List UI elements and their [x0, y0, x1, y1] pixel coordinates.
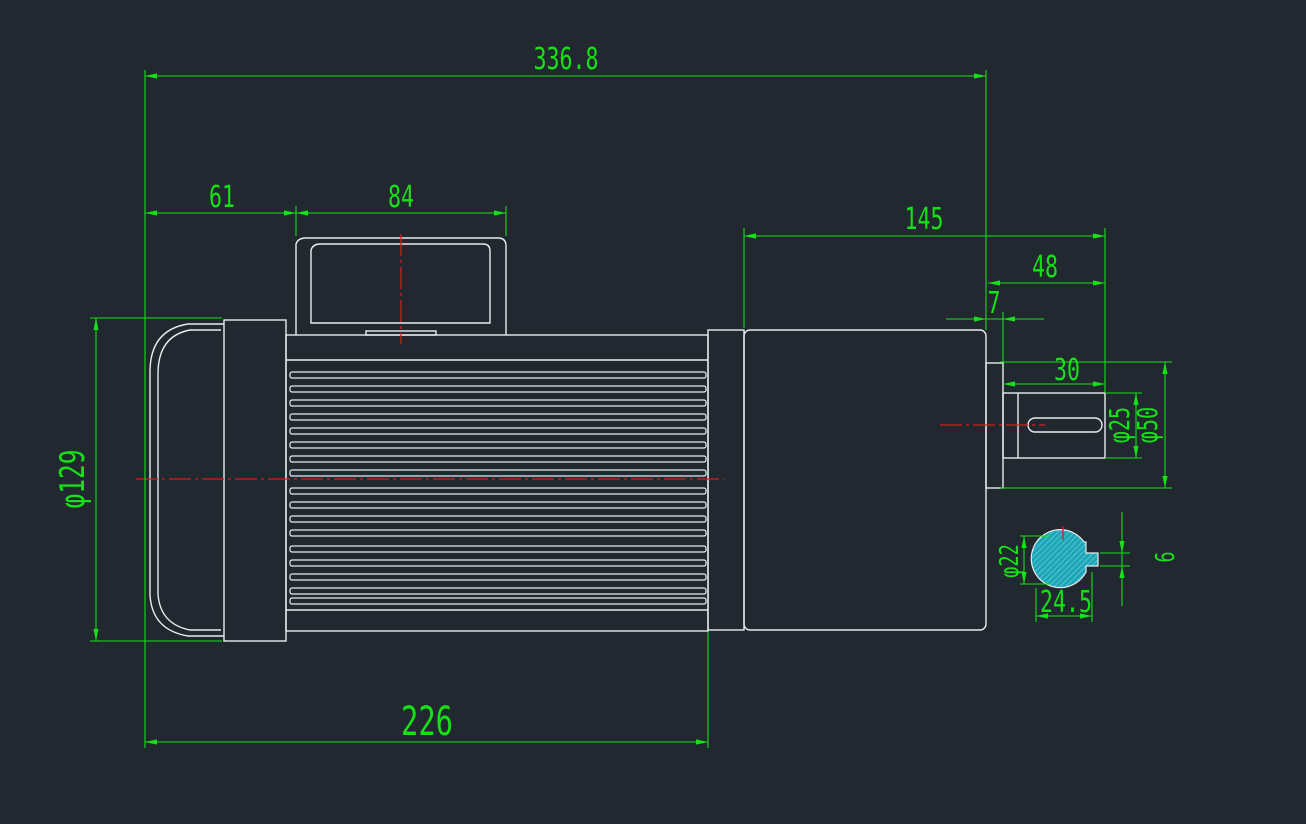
dimension-arrow	[988, 280, 1000, 286]
dim-overall-length: 336.8	[534, 43, 599, 77]
centerlines	[136, 234, 1064, 540]
shaft-section	[1030, 529, 1099, 589]
dimension-arrow	[284, 210, 296, 216]
motor-frame	[285, 334, 709, 632]
dimension-arrow	[93, 318, 99, 330]
fan-cover-inner	[157, 329, 221, 631]
dim-terminal-box-length: 84	[388, 181, 414, 215]
cooling-fin	[289, 573, 707, 581]
cooling-fin	[289, 559, 707, 567]
terminal-box	[295, 237, 507, 335]
dimension-arrow	[1119, 541, 1125, 553]
dimension-arrow	[1162, 476, 1168, 488]
dimension-arrow	[974, 73, 986, 79]
cooling-fin	[289, 371, 707, 379]
terminal-box-inner	[310, 243, 491, 324]
dimension-arrow	[1036, 613, 1048, 619]
dimension-arrow	[1003, 316, 1015, 322]
dimension-arrow	[1119, 566, 1125, 578]
dim-shoulder: 7	[987, 287, 1000, 321]
dimension-arrow	[696, 739, 708, 745]
dim-gearbox-length: 145	[905, 203, 944, 237]
cooling-fin	[289, 501, 707, 509]
dim-end-cover-length: 61	[209, 181, 235, 215]
dimension-arrows	[93, 73, 1168, 745]
dim-section-height: 24.5	[1040, 586, 1092, 620]
dimension-arrow	[296, 210, 308, 216]
dimension-arrow	[145, 73, 157, 79]
cooling-fin	[289, 427, 707, 435]
shaft-section-hatch	[1030, 529, 1099, 589]
dimension-arrow	[1003, 381, 1015, 387]
dim-key-width: 6	[1151, 551, 1181, 562]
dimension-arrow	[1080, 613, 1092, 619]
gearbox-housing	[743, 329, 987, 631]
dimension-labels: 336.8 61 84 145 48 7 30 226 24.5 φ129 φ2…	[53, 43, 1181, 746]
dim-pilot-dia: φ50	[1131, 407, 1164, 443]
cooling-fin	[289, 455, 707, 463]
dim-key-length: 30	[1054, 354, 1080, 388]
fan-cover	[149, 323, 224, 637]
dim-shaft-extension: 48	[1032, 251, 1058, 285]
dimension-arrow	[1093, 233, 1105, 239]
dimension-lines	[90, 70, 1172, 748]
gearbox-flange	[707, 329, 745, 631]
cooling-fins	[289, 371, 707, 605]
cooling-fin	[289, 385, 707, 393]
dimension-arrow	[93, 629, 99, 641]
cooling-fin	[289, 515, 707, 523]
end-shield	[223, 319, 287, 642]
cooling-fin	[289, 597, 707, 605]
dimension-arrow	[145, 739, 157, 745]
dimension-arrow	[1162, 362, 1168, 374]
dimension-arrow	[1133, 446, 1139, 458]
cooling-fin	[289, 469, 707, 477]
dimension-arrow	[1093, 381, 1105, 387]
dimension-arrow	[1021, 536, 1027, 548]
dim-motor-dia: φ129	[53, 450, 92, 509]
cooling-fin	[289, 545, 707, 553]
motor-outline	[149, 237, 1106, 642]
cooling-fin	[289, 487, 707, 495]
dimension-arrow	[744, 233, 756, 239]
dimension-arrow	[494, 210, 506, 216]
dim-shaft-dia: φ25	[1103, 407, 1136, 443]
dimension-arrow	[1133, 393, 1139, 405]
cooling-fin	[289, 587, 707, 595]
dimension-arrow	[145, 210, 157, 216]
cooling-fin	[289, 413, 707, 421]
dim-section-dia: φ22	[995, 544, 1025, 578]
cooling-fin	[289, 441, 707, 449]
output-shaft	[1002, 392, 1106, 459]
shaft-key	[1027, 417, 1103, 433]
dimension-arrow	[974, 316, 986, 322]
cooling-fin	[289, 529, 707, 537]
dimension-arrow	[1093, 280, 1105, 286]
dimension-arrow	[1021, 572, 1027, 584]
cooling-fin	[289, 399, 707, 407]
dim-motor-length: 226	[401, 699, 453, 745]
